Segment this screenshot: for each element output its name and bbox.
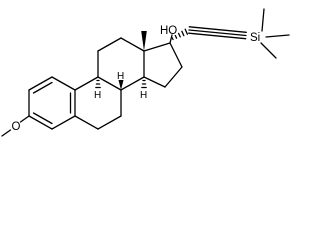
hash bbox=[174, 34, 178, 39]
h8-label: H bbox=[117, 71, 124, 82]
h14-label: H bbox=[140, 90, 147, 101]
bond bbox=[28, 76, 53, 91]
silicon-label: Si bbox=[250, 32, 260, 44]
wedge-bond bbox=[118, 80, 124, 90]
double-bond-inner bbox=[32, 112, 53, 125]
bond bbox=[260, 42, 277, 59]
ethynyl-hashed-wedge bbox=[171, 28, 189, 41]
hydroxyl-group: HO bbox=[160, 25, 177, 44]
bond bbox=[143, 42, 171, 52]
bond bbox=[261, 8, 265, 32]
hash bbox=[177, 32, 181, 38]
ring-c bbox=[97, 37, 145, 91]
bond bbox=[28, 115, 53, 130]
c9-hydrogen: H bbox=[94, 79, 101, 101]
bond bbox=[169, 42, 183, 68]
bond bbox=[143, 76, 166, 88]
bond bbox=[169, 34, 173, 44]
bond bbox=[51, 115, 76, 130]
bond bbox=[97, 76, 122, 91]
methyl-wedge-bond bbox=[141, 31, 147, 51]
bond bbox=[97, 115, 122, 130]
bond bbox=[265, 34, 290, 38]
double-bond-inner bbox=[32, 81, 53, 94]
methoxy-group: O bbox=[1, 115, 30, 137]
bond bbox=[188, 32, 247, 40]
ring-d bbox=[143, 42, 183, 88]
bond bbox=[120, 37, 145, 52]
bond bbox=[51, 76, 76, 91]
bond bbox=[97, 37, 122, 52]
ring-a-aromatic bbox=[28, 76, 76, 130]
trimethylsilyl-group: Si bbox=[250, 8, 290, 59]
hash bbox=[171, 36, 174, 41]
bond bbox=[74, 115, 99, 130]
hash bbox=[181, 30, 185, 37]
bond bbox=[188, 29, 247, 37]
bond bbox=[120, 76, 145, 91]
bond bbox=[1, 129, 12, 137]
bond bbox=[74, 76, 99, 91]
chemical-structure-diagram: O HO bbox=[1, 8, 290, 137]
bond bbox=[188, 26, 247, 33]
alkyne-triple-bond bbox=[188, 26, 247, 40]
h9-label: H bbox=[94, 90, 101, 101]
ring-b bbox=[74, 76, 122, 130]
bond bbox=[19, 115, 30, 123]
c8-hydrogen: H bbox=[117, 71, 124, 90]
hydroxyl-label: HO bbox=[160, 25, 177, 37]
methoxy-oxygen-label: O bbox=[12, 121, 21, 133]
bond bbox=[164, 66, 183, 88]
c14-hydrogen: H bbox=[140, 79, 147, 101]
hash bbox=[184, 28, 189, 35]
